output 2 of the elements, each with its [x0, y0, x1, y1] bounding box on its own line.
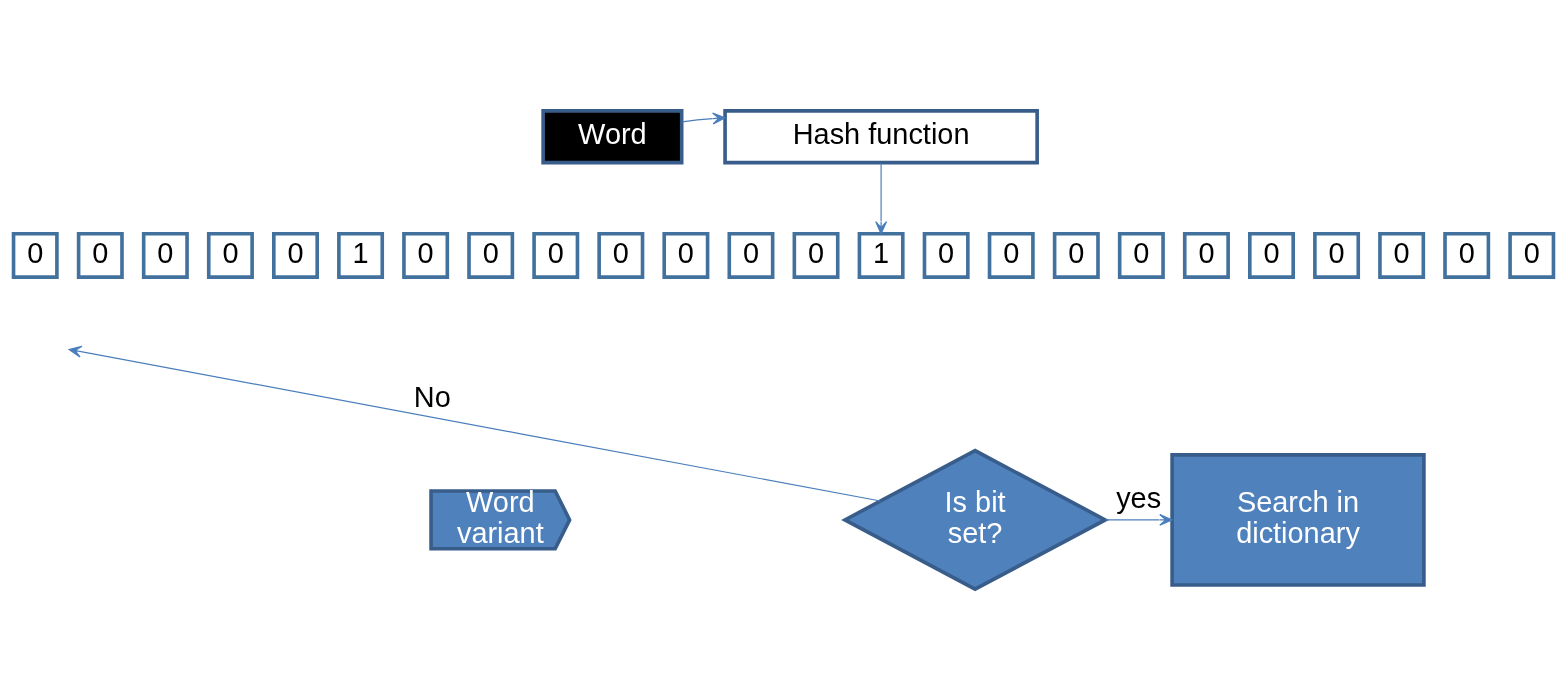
- edge-label: yes: [1116, 481, 1162, 514]
- edge-label: No: [413, 380, 451, 413]
